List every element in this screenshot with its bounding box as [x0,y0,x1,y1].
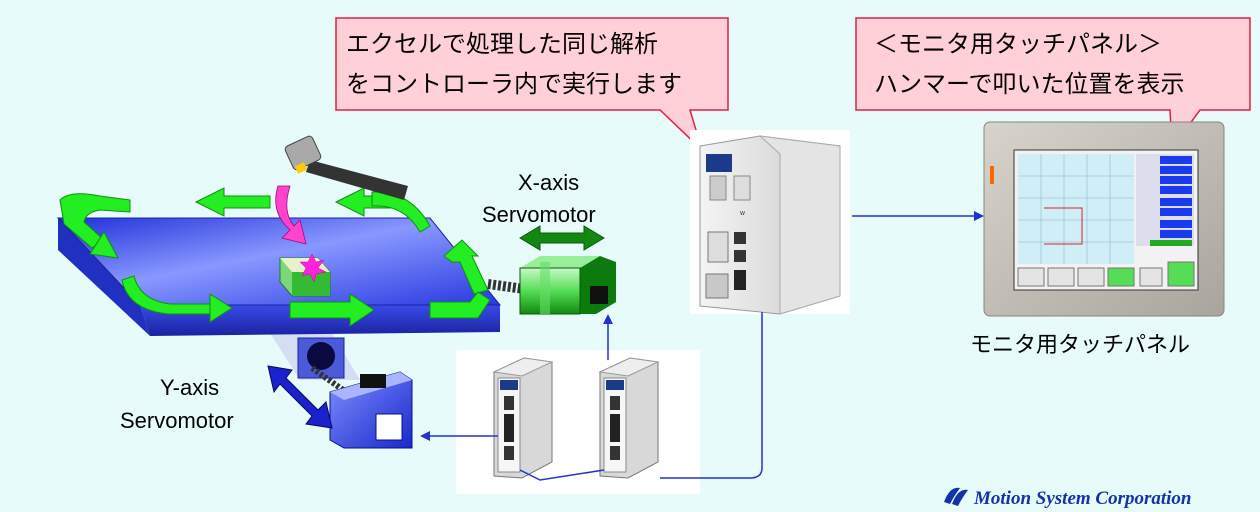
x-axis-arrow [519,225,605,251]
x-axis-label-line1: X-axis [518,170,579,195]
callout-analysis-line2: をコントローラ内で実行します [346,70,682,98]
company-logo [944,487,968,506]
workpiece [279,253,331,297]
servo-amplifier-2 [598,357,660,479]
hammer-icon [284,135,408,200]
y-axis-label-line2: Servomotor [120,408,234,433]
monitor-touch-panel [983,121,1225,317]
servo-amplifiers [456,350,700,494]
x-axis-label-line2: Servomotor [482,202,596,227]
y-axis-servomotor [268,330,413,449]
company-name: Motion System Corporation [973,488,1192,509]
y-axis-label-line1: Y-axis [160,375,219,400]
callout-touch-panel-line2: ハンマーで叩いた位置を表示 [874,70,1185,98]
touch-panel-label: モニタ用タッチパネル [970,333,1190,358]
callout-analysis-line1: エクセルで処理した同じ解析 [346,30,658,58]
motion-path-arrows [59,187,491,327]
xy-table [56,217,502,336]
panel-buttons [1017,261,1195,287]
svg-text:W: W [740,211,745,217]
panel-readouts [1136,154,1194,246]
callout-touch-panel-line1: ＜モニタ用タッチパネル＞ [874,30,1162,58]
y-axis-arrow [267,365,333,429]
callout-touch-panel: ＜モニタ用タッチパネル＞ ハンマーで叩いた位置を表示 [855,17,1251,151]
signal-wiring [420,211,984,481]
hammer-strike-arrow [275,185,307,245]
servo-amplifier-1 [492,357,554,479]
motion-controller: W [690,130,850,315]
x-axis-servomotor [487,256,616,315]
callout-analysis: エクセルで処理した同じ解析 をコントローラ内で実行します [335,17,729,153]
